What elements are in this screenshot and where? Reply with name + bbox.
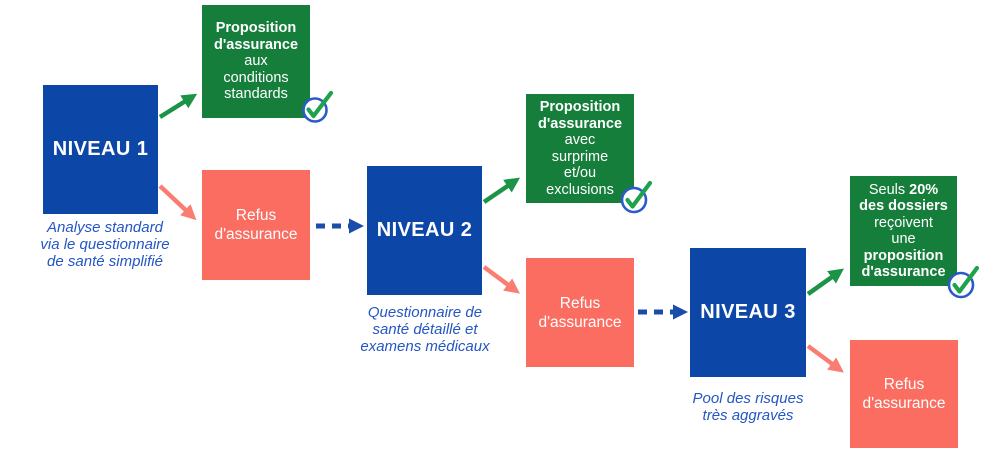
outcome-line: des dossiers xyxy=(859,198,948,214)
outcome-line: standards xyxy=(224,86,288,103)
outcome-line: Proposition xyxy=(539,99,621,115)
acceptance-3-box: Seuls 20% des dossiers reçoivent une pro… xyxy=(850,176,957,286)
level-1-label: NIVEAU 1 xyxy=(52,138,149,160)
acceptance-2-box: Proposition d'assurance avec surprime et… xyxy=(526,94,634,203)
level-2-label: NIVEAU 2 xyxy=(376,219,473,241)
outcome-line: reçoivent xyxy=(874,214,933,231)
caption-line: Questionnaire de xyxy=(367,304,483,321)
outcome-line: d'assurance xyxy=(213,36,299,53)
outcome-line: Seuls 20% xyxy=(869,182,938,199)
level-2-caption: Questionnaire de santé détaillé et exame… xyxy=(342,304,508,355)
caption-line: de santé simplifié xyxy=(47,253,163,270)
refusal-3-label: Refus d'assurance xyxy=(862,376,946,412)
outcome-text-bold: 20% xyxy=(909,181,939,198)
level-3-caption: Pool des risques très aggravés xyxy=(665,390,831,424)
caption-line: Analyse standard xyxy=(47,219,163,236)
level-2-box: NIVEAU 2 xyxy=(367,166,482,295)
caption-line: très aggravés xyxy=(702,407,794,424)
refusal-1-label: Refus d'assurance xyxy=(214,207,298,243)
acceptance-1-box: Proposition d'assurance aux conditions s… xyxy=(202,5,310,118)
arrow-level3-accept xyxy=(806,268,844,296)
level-1-box: NIVEAU 1 xyxy=(43,85,158,214)
refusal-2-label: Refus d'assurance xyxy=(538,294,622,331)
level-1-caption: Analyse standard via le questionnaire de… xyxy=(22,219,188,270)
outcome-line: Proposition xyxy=(215,20,297,37)
arrow-level2-refuse xyxy=(482,265,520,294)
outcome-line: d'assurance xyxy=(861,264,946,280)
outcome-line: d'assurance xyxy=(537,115,623,132)
level-3-box: NIVEAU 3 xyxy=(690,248,806,377)
outcome-line: avec xyxy=(564,132,596,148)
arrow-level1-accept xyxy=(158,93,198,119)
outcome-line: et/ou xyxy=(563,165,597,181)
outcome-line: une xyxy=(891,231,916,247)
refusal-2-box: Refus d'assurance xyxy=(526,258,634,367)
caption-line: examens médicaux xyxy=(360,338,490,355)
outcome-text-regular: Seuls xyxy=(868,181,910,198)
refusal-3-box: Refus d'assurance xyxy=(850,340,958,448)
outcome-line: exclusions xyxy=(546,181,614,198)
caption-line: Pool des risques xyxy=(692,390,804,407)
caption-line: via le questionnaire xyxy=(40,236,170,253)
outcome-line: surprime xyxy=(551,148,609,165)
arrow-level3-refuse xyxy=(806,344,844,373)
outcome-line: conditions xyxy=(223,69,289,86)
level-3-label: NIVEAU 3 xyxy=(700,301,796,323)
caption-line: santé détaillé et xyxy=(372,321,478,338)
arrow-level1-refuse xyxy=(158,184,197,221)
refusal-1-box: Refus d'assurance xyxy=(202,170,310,280)
arrow-level2-accept xyxy=(482,177,521,204)
outcome-line: proposition xyxy=(863,247,944,264)
outcome-line: aux xyxy=(244,53,268,70)
